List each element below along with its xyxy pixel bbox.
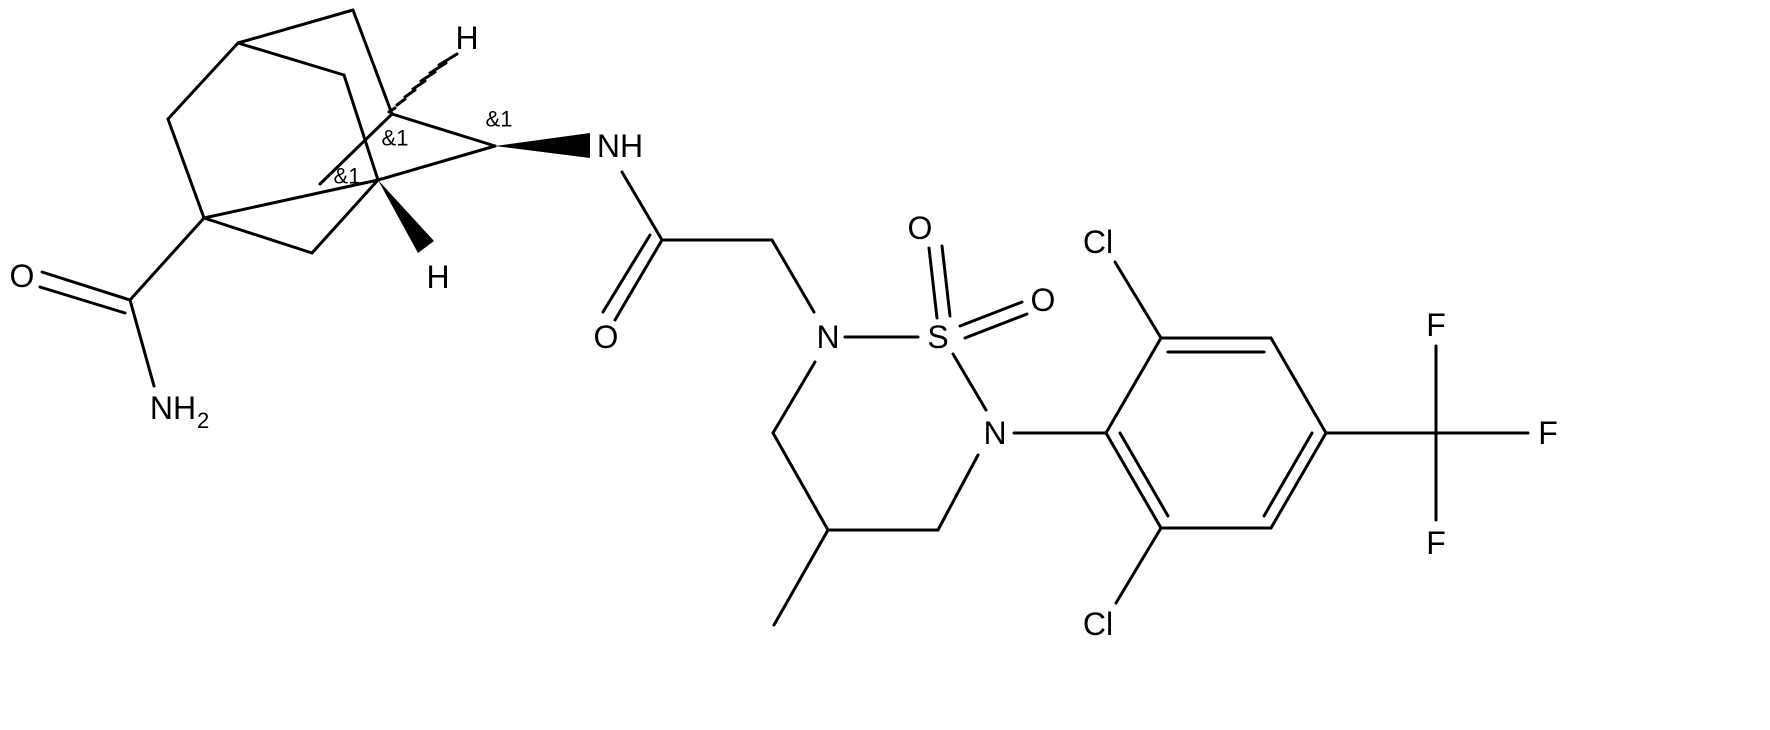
atom-label-o-amide: O [594,319,619,355]
bond [236,41,346,77]
stereo-label: &1 [486,107,513,132]
bond [963,312,1029,340]
bond [772,528,830,627]
bond [318,112,394,186]
hashed-wedge [387,52,459,114]
bond [613,238,664,322]
bond [620,170,664,242]
atom-label-o-carboxamide: O [10,258,35,294]
bond [771,431,830,532]
bond [940,244,952,318]
atom-label-o-sulfonyl-1: O [908,210,933,246]
bond [342,73,380,182]
carboxamide-bonds [38,216,206,388]
bond [38,285,127,315]
bond [166,117,206,220]
atom-label-nh-amide: NH [597,128,643,164]
bond [376,144,497,182]
atom-label-f-top: F [1426,307,1446,343]
stereo-label: &1 [382,126,409,151]
bond [1104,336,1163,435]
bond [1269,336,1328,435]
bond [351,8,394,116]
bond [1104,431,1163,530]
bond [601,233,652,314]
bold-wedge [495,133,590,158]
atom-label-h-top: H [455,20,478,56]
bond [236,8,355,45]
bond [770,238,816,314]
atom-label-n-ring-2: N [983,415,1006,451]
bond [390,112,497,148]
bond [1269,431,1328,530]
bond [927,246,939,320]
bond [1113,260,1163,340]
stereo-bonds [378,52,590,253]
stereo-labels: &1 &1 &1 [334,107,513,189]
bond [1118,431,1170,518]
atom-label-nh2-subscript: 2 [197,408,209,433]
atom-label-h-bottom: H [426,259,449,295]
bond [936,453,980,532]
atom-label-cl-bottom: Cl [1083,606,1113,642]
bond [1114,526,1163,605]
atom-label-n-ring-1: N [816,319,839,355]
bond [771,360,817,435]
atom-label-nh2: NH [150,390,196,426]
bold-wedge [378,180,434,253]
linker-bonds [601,170,816,322]
adamantane-bonds [166,8,497,255]
stereo-label: &1 [334,164,361,189]
bond [202,216,314,255]
bond [1262,431,1314,518]
bond [128,216,206,302]
atom-labels: H H NH O O NH 2 O O N S N Cl Cl F F F [10,20,1558,642]
aryl-bonds [1012,260,1530,605]
atom-label-s-ring: S [927,319,948,355]
thiadiazinane-bonds [771,244,1029,627]
atom-label-f-right: F [1538,415,1558,451]
bond [128,298,156,388]
atom-label-f-bottom: F [1426,525,1446,561]
bond [202,178,380,220]
bond [310,178,380,255]
bond [951,352,988,412]
atom-label-o-sulfonyl-2: O [1031,282,1056,318]
bond [166,41,240,121]
bond [958,300,1024,328]
bond [40,270,132,302]
atom-label-cl-top: Cl [1083,224,1113,260]
